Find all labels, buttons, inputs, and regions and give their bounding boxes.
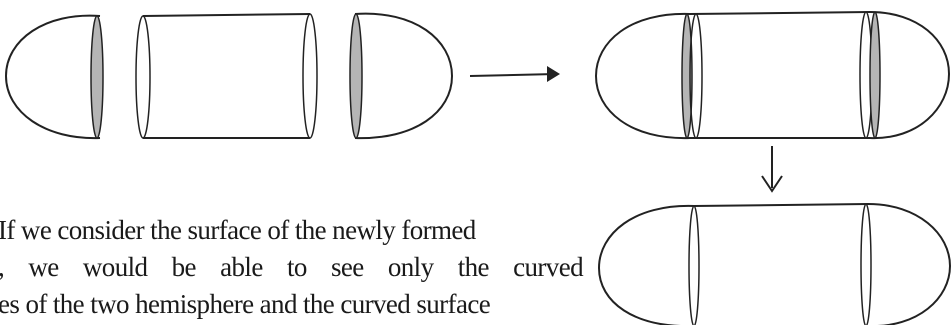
final-capsule [597,203,951,325]
paragraph-line-1: If we consider the surface of the newly … [0,215,476,245]
paragraph-line-3: es of the two hemisphere and the curved … [0,289,491,319]
explanation-paragraph: If we consider the surface of the newly … [0,212,584,323]
joined-capsule-shaded [594,11,951,140]
right-hemisphere-piece [349,12,454,140]
left-hemisphere-piece [4,14,104,140]
cylinder-piece [135,13,318,139]
arrow-right [469,66,560,82]
paragraph-line-2: , we would be able to see only the curve… [0,252,584,282]
arrow-down [761,146,783,193]
